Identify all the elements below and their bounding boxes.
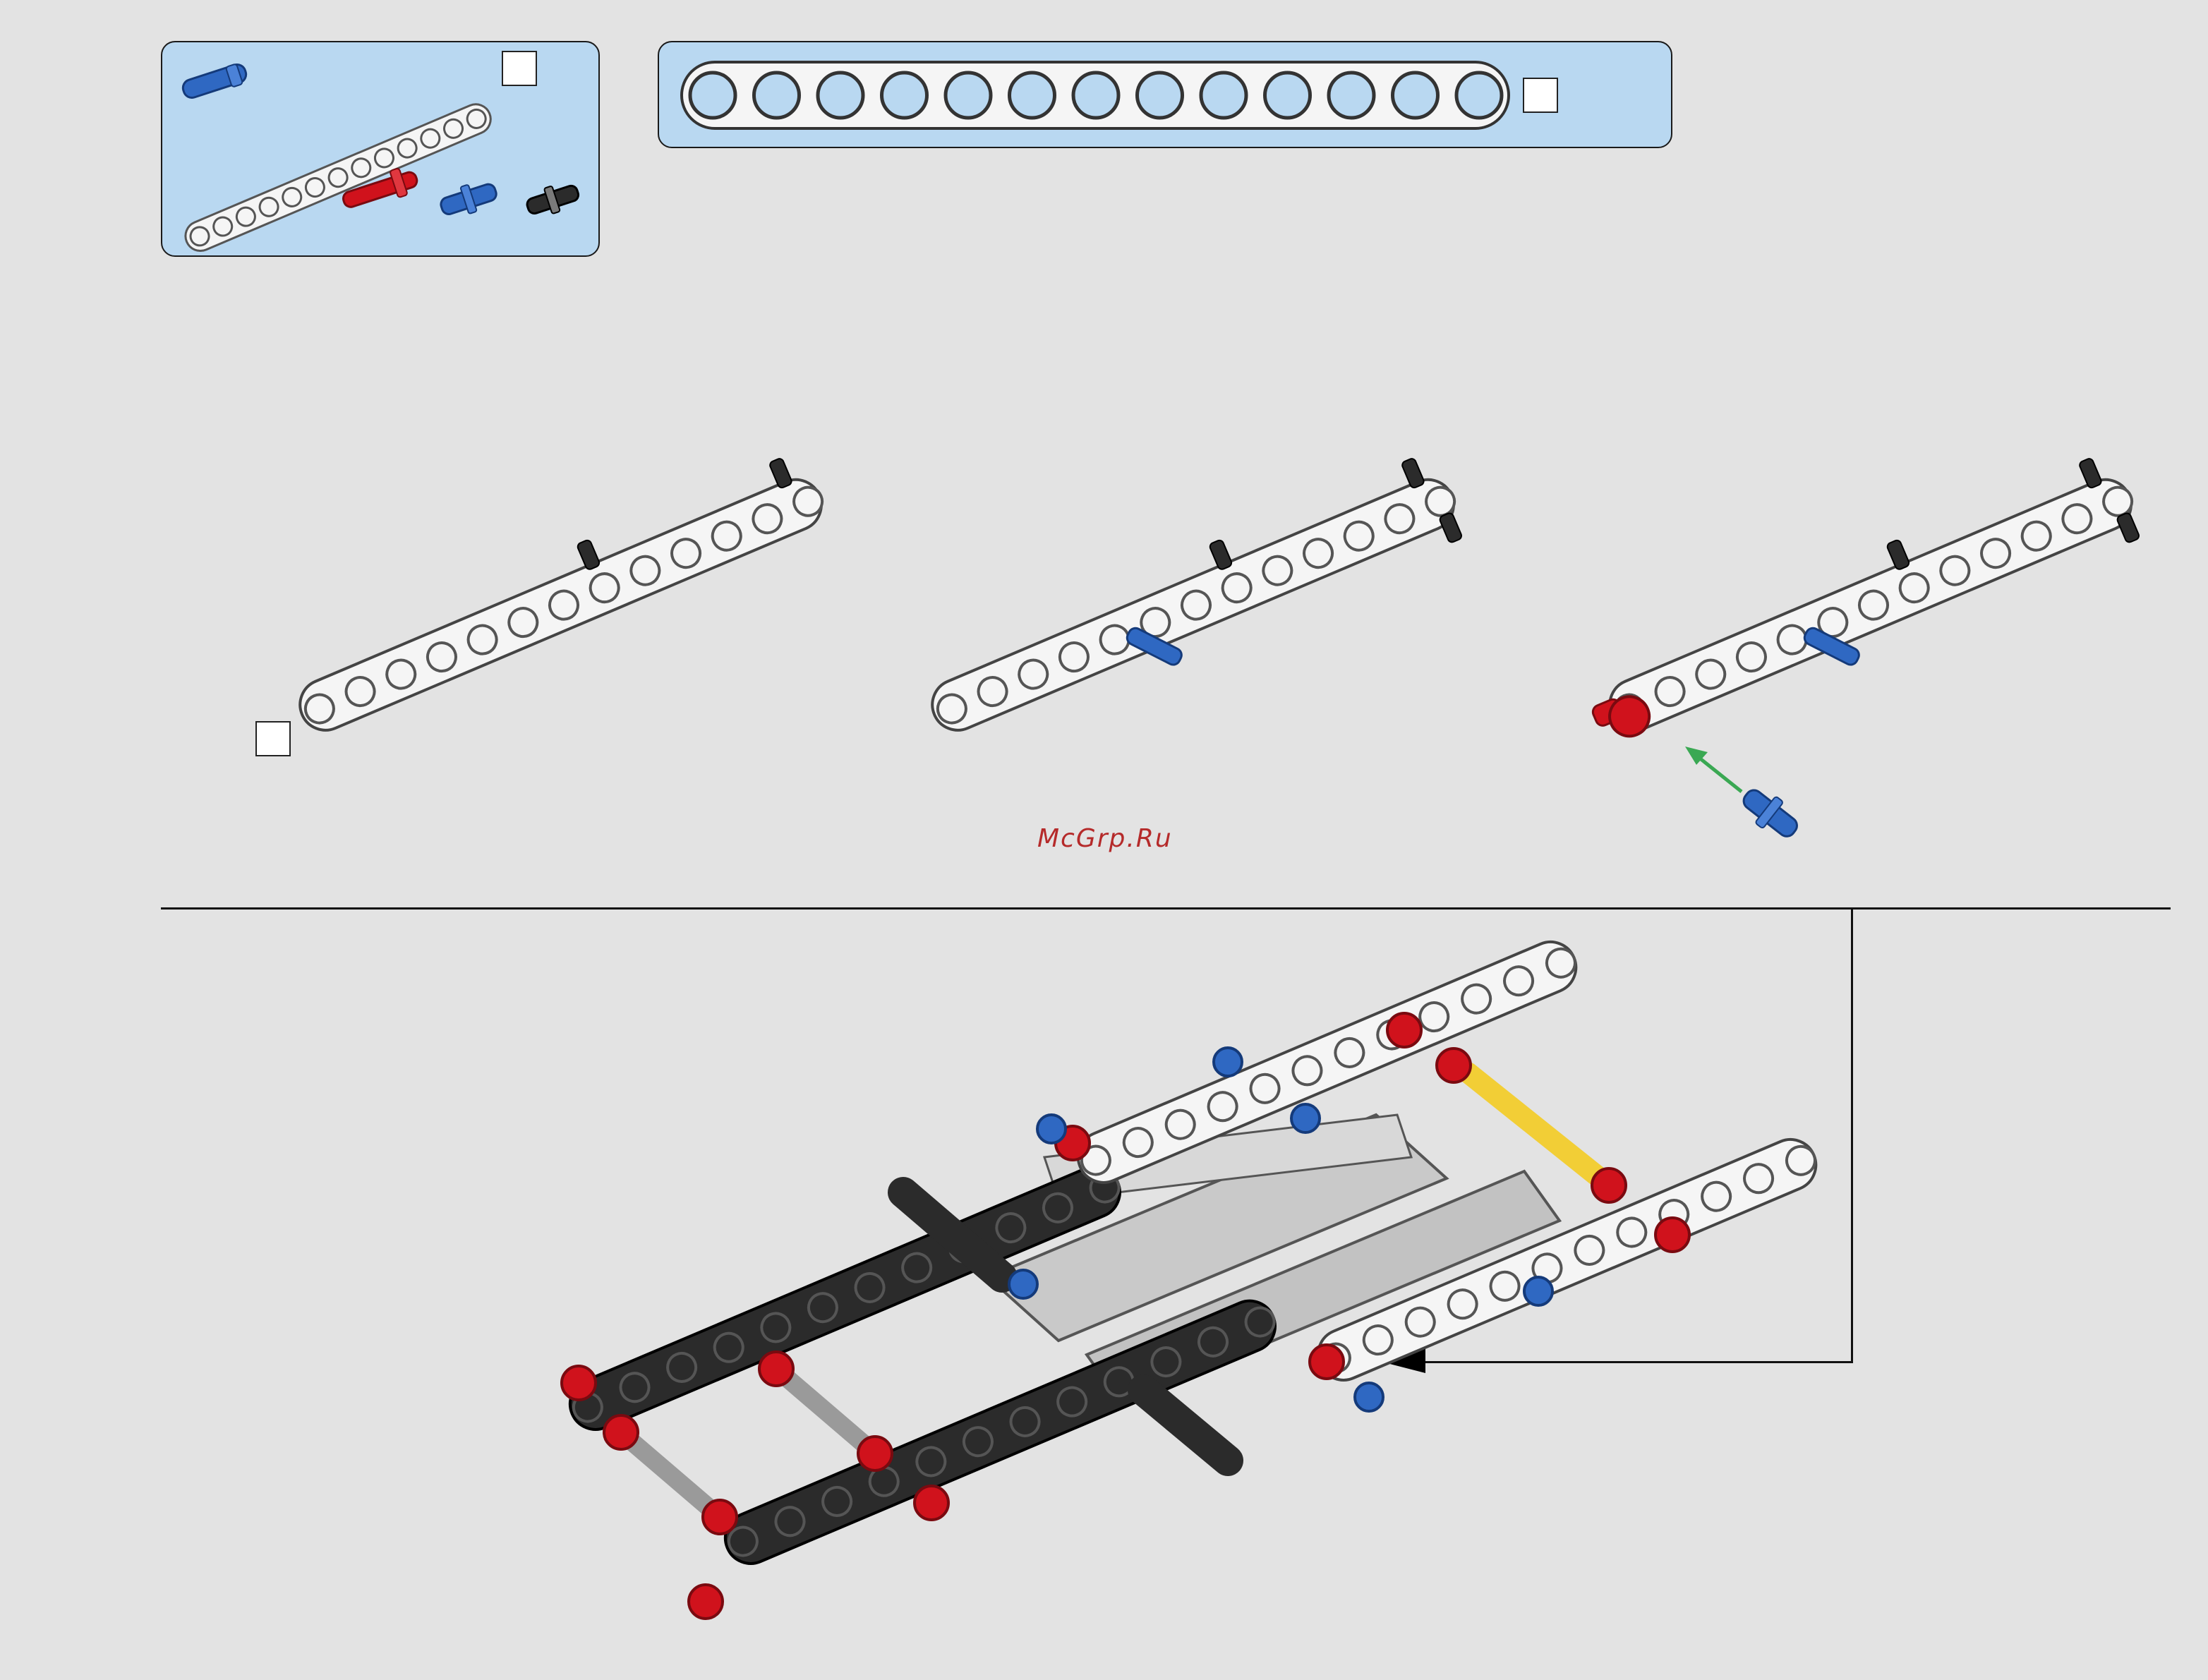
- blue-pin: [1214, 1048, 1242, 1076]
- red-bushing: [703, 1500, 737, 1534]
- red-bushing: [562, 1366, 596, 1400]
- red-bushing: [1387, 1013, 1421, 1047]
- chassis-frame: [562, 934, 1823, 1619]
- blue-pin: [1524, 1277, 1552, 1305]
- red-bushing: [1655, 1218, 1689, 1252]
- blue-pin: [1037, 1115, 1066, 1143]
- red-bushing: [689, 1585, 723, 1619]
- red-bushing: [1592, 1168, 1626, 1202]
- red-bushing: [915, 1486, 948, 1520]
- red-bushing: [759, 1352, 793, 1386]
- blue-pin: [1291, 1104, 1320, 1132]
- red-bushing: [604, 1415, 638, 1449]
- red-bushing: [1310, 1345, 1344, 1379]
- red-bushing: [1437, 1049, 1471, 1082]
- red-bushing: [858, 1437, 892, 1470]
- blue-pin: [1355, 1383, 1383, 1411]
- blue-pin: [1009, 1270, 1037, 1298]
